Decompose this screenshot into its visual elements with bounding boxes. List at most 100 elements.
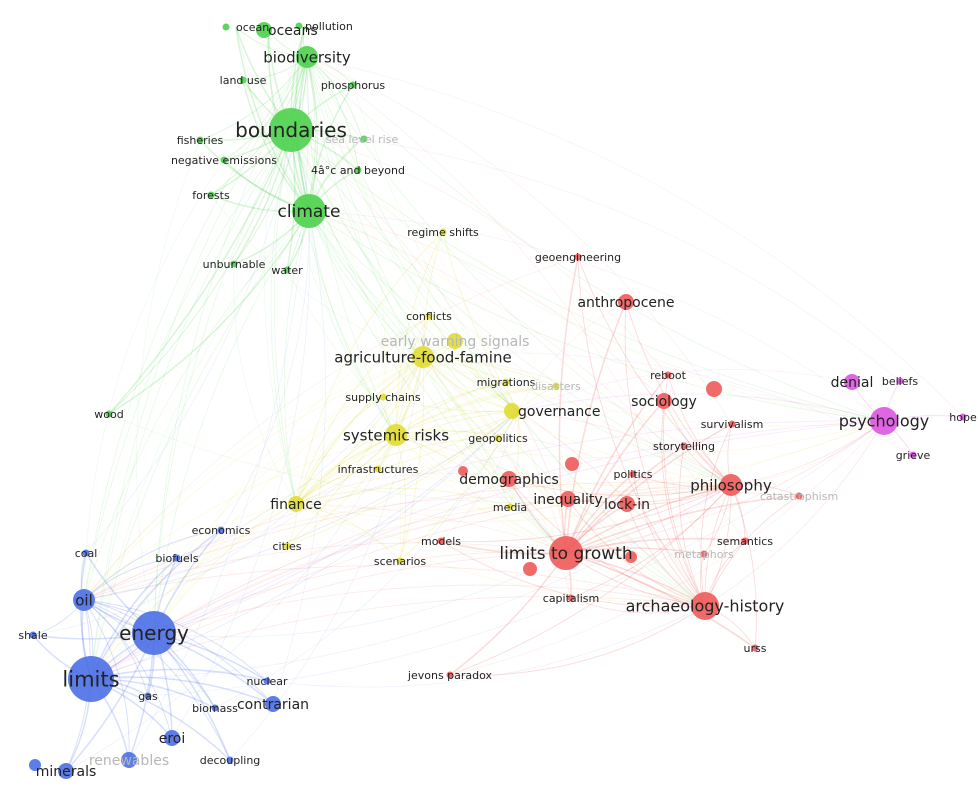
label-cities: cities [273,540,302,553]
node-archaeology[interactable] [691,592,719,620]
node-catastrophism[interactable] [795,492,803,500]
edge-disasters-finance [295,385,557,505]
node-geoengineering[interactable] [574,253,582,261]
node-conflicts[interactable] [425,312,433,320]
node-semantics[interactable] [741,537,749,545]
node-infrastructures[interactable] [374,465,382,473]
node-phosphorus[interactable] [349,81,357,89]
node-boundaries[interactable] [269,108,313,152]
node-media[interactable] [506,503,514,511]
node-storytelling[interactable] [680,442,688,450]
node-inequality[interactable] [560,491,576,507]
node-urss[interactable] [751,644,759,652]
edge-biodiversity-limitsgrowth [306,56,567,554]
node-unlabeled-3[interactable] [625,551,637,563]
node-lockin[interactable] [619,496,635,512]
node-coal[interactable] [82,549,90,557]
node-models[interactable] [437,537,445,545]
node-geopolitics[interactable] [494,434,502,442]
node-sealevel[interactable] [360,135,368,143]
node-beliefs[interactable] [896,377,904,385]
edge-biofuels-agriculture [176,356,424,559]
node-psychology[interactable] [870,407,898,435]
edge-climate-biodiversity [306,56,318,212]
edge-finance-archaeology [295,503,706,607]
node-denial[interactable] [844,374,860,390]
edge-biodiversity-philosophy [306,56,732,486]
node-sociology[interactable] [656,393,672,409]
node-oceans[interactable] [256,22,272,38]
node-finance[interactable] [288,496,304,512]
node-politics[interactable] [629,470,637,478]
label-politics: politics [614,468,653,481]
node-contrarian[interactable] [265,696,281,712]
node-governance[interactable] [504,403,520,419]
edge-urss-limitsgrowth [565,552,756,649]
node-capitalism[interactable] [567,594,575,602]
node-biomass[interactable] [211,704,219,712]
edge-conflicts-systemicrisks [395,315,430,436]
edge-energy-governance [153,410,519,634]
node-survivalism[interactable] [728,420,736,428]
node-cities[interactable] [283,542,291,550]
node-demographics[interactable] [501,471,517,487]
node-gas[interactable] [144,692,152,700]
node-hope[interactable] [959,413,967,421]
node-nuclear[interactable] [263,677,271,685]
edge-climate-finance [283,210,310,505]
node-disasters[interactable] [552,382,560,390]
node-wood[interactable] [105,410,113,418]
node-energy[interactable] [132,611,176,655]
node-ocean[interactable] [222,23,230,31]
edge-reboot-boundaries [290,129,669,376]
node-shale[interactable] [29,631,37,639]
node-unlabeled-5[interactable] [29,759,41,771]
node-decoupling[interactable] [226,756,234,764]
node-regimeshifts[interactable] [439,228,447,236]
node-unlabeled-1[interactable] [565,457,579,471]
node-migrations[interactable] [502,378,510,386]
node-earlywarning[interactable] [447,333,463,349]
node-anthropocene[interactable] [618,294,634,310]
node-eroi[interactable] [164,730,180,746]
node-supplychains[interactable] [379,393,387,401]
node-climate[interactable] [292,194,326,228]
edge-scenarios-agriculture [399,356,425,562]
node-minerals[interactable] [58,763,74,779]
edge-boundaries-governance [290,129,519,412]
node-limitsgrowth[interactable] [549,536,583,570]
node-fisheries[interactable] [196,136,204,144]
node-grieve[interactable] [909,451,917,459]
node-unlabeled-0[interactable] [706,381,722,397]
node-unburnable[interactable] [230,260,238,268]
edge-denial-governance [517,369,853,412]
node-agriculture[interactable] [412,346,434,368]
node-reboot[interactable] [664,371,672,379]
node-unlabeled-4[interactable] [458,466,468,476]
node-unlabeled-2[interactable] [523,562,537,576]
label-semantics: semantics [717,535,773,548]
node-biodiversity[interactable] [296,46,318,68]
node-oil[interactable] [73,589,95,611]
node-negemissions[interactable] [220,156,228,164]
label-contrarian: contrarian [237,697,309,713]
node-water[interactable] [283,266,291,274]
label-minerals: minerals [36,764,97,780]
node-metaphors[interactable] [700,550,708,558]
node-limits[interactable] [68,656,114,702]
edge-archaeology-energy [153,584,706,634]
node-economics[interactable] [217,526,225,534]
node-pollution[interactable] [295,22,303,30]
node-scenarios[interactable] [396,557,404,565]
node-landuse[interactable] [239,76,247,84]
label-geopolitics: geopolitics [468,432,528,445]
node-systemicrisks[interactable] [385,424,407,446]
node-biofuels[interactable] [173,554,181,562]
edge-psychology-limits [90,420,885,680]
node-fourdeg[interactable] [354,166,362,174]
node-philosophy[interactable] [720,474,742,496]
edge-semantics-climate [308,210,746,542]
node-jevons[interactable] [446,671,454,679]
node-renewables[interactable] [121,752,137,768]
node-forests[interactable] [207,191,215,199]
